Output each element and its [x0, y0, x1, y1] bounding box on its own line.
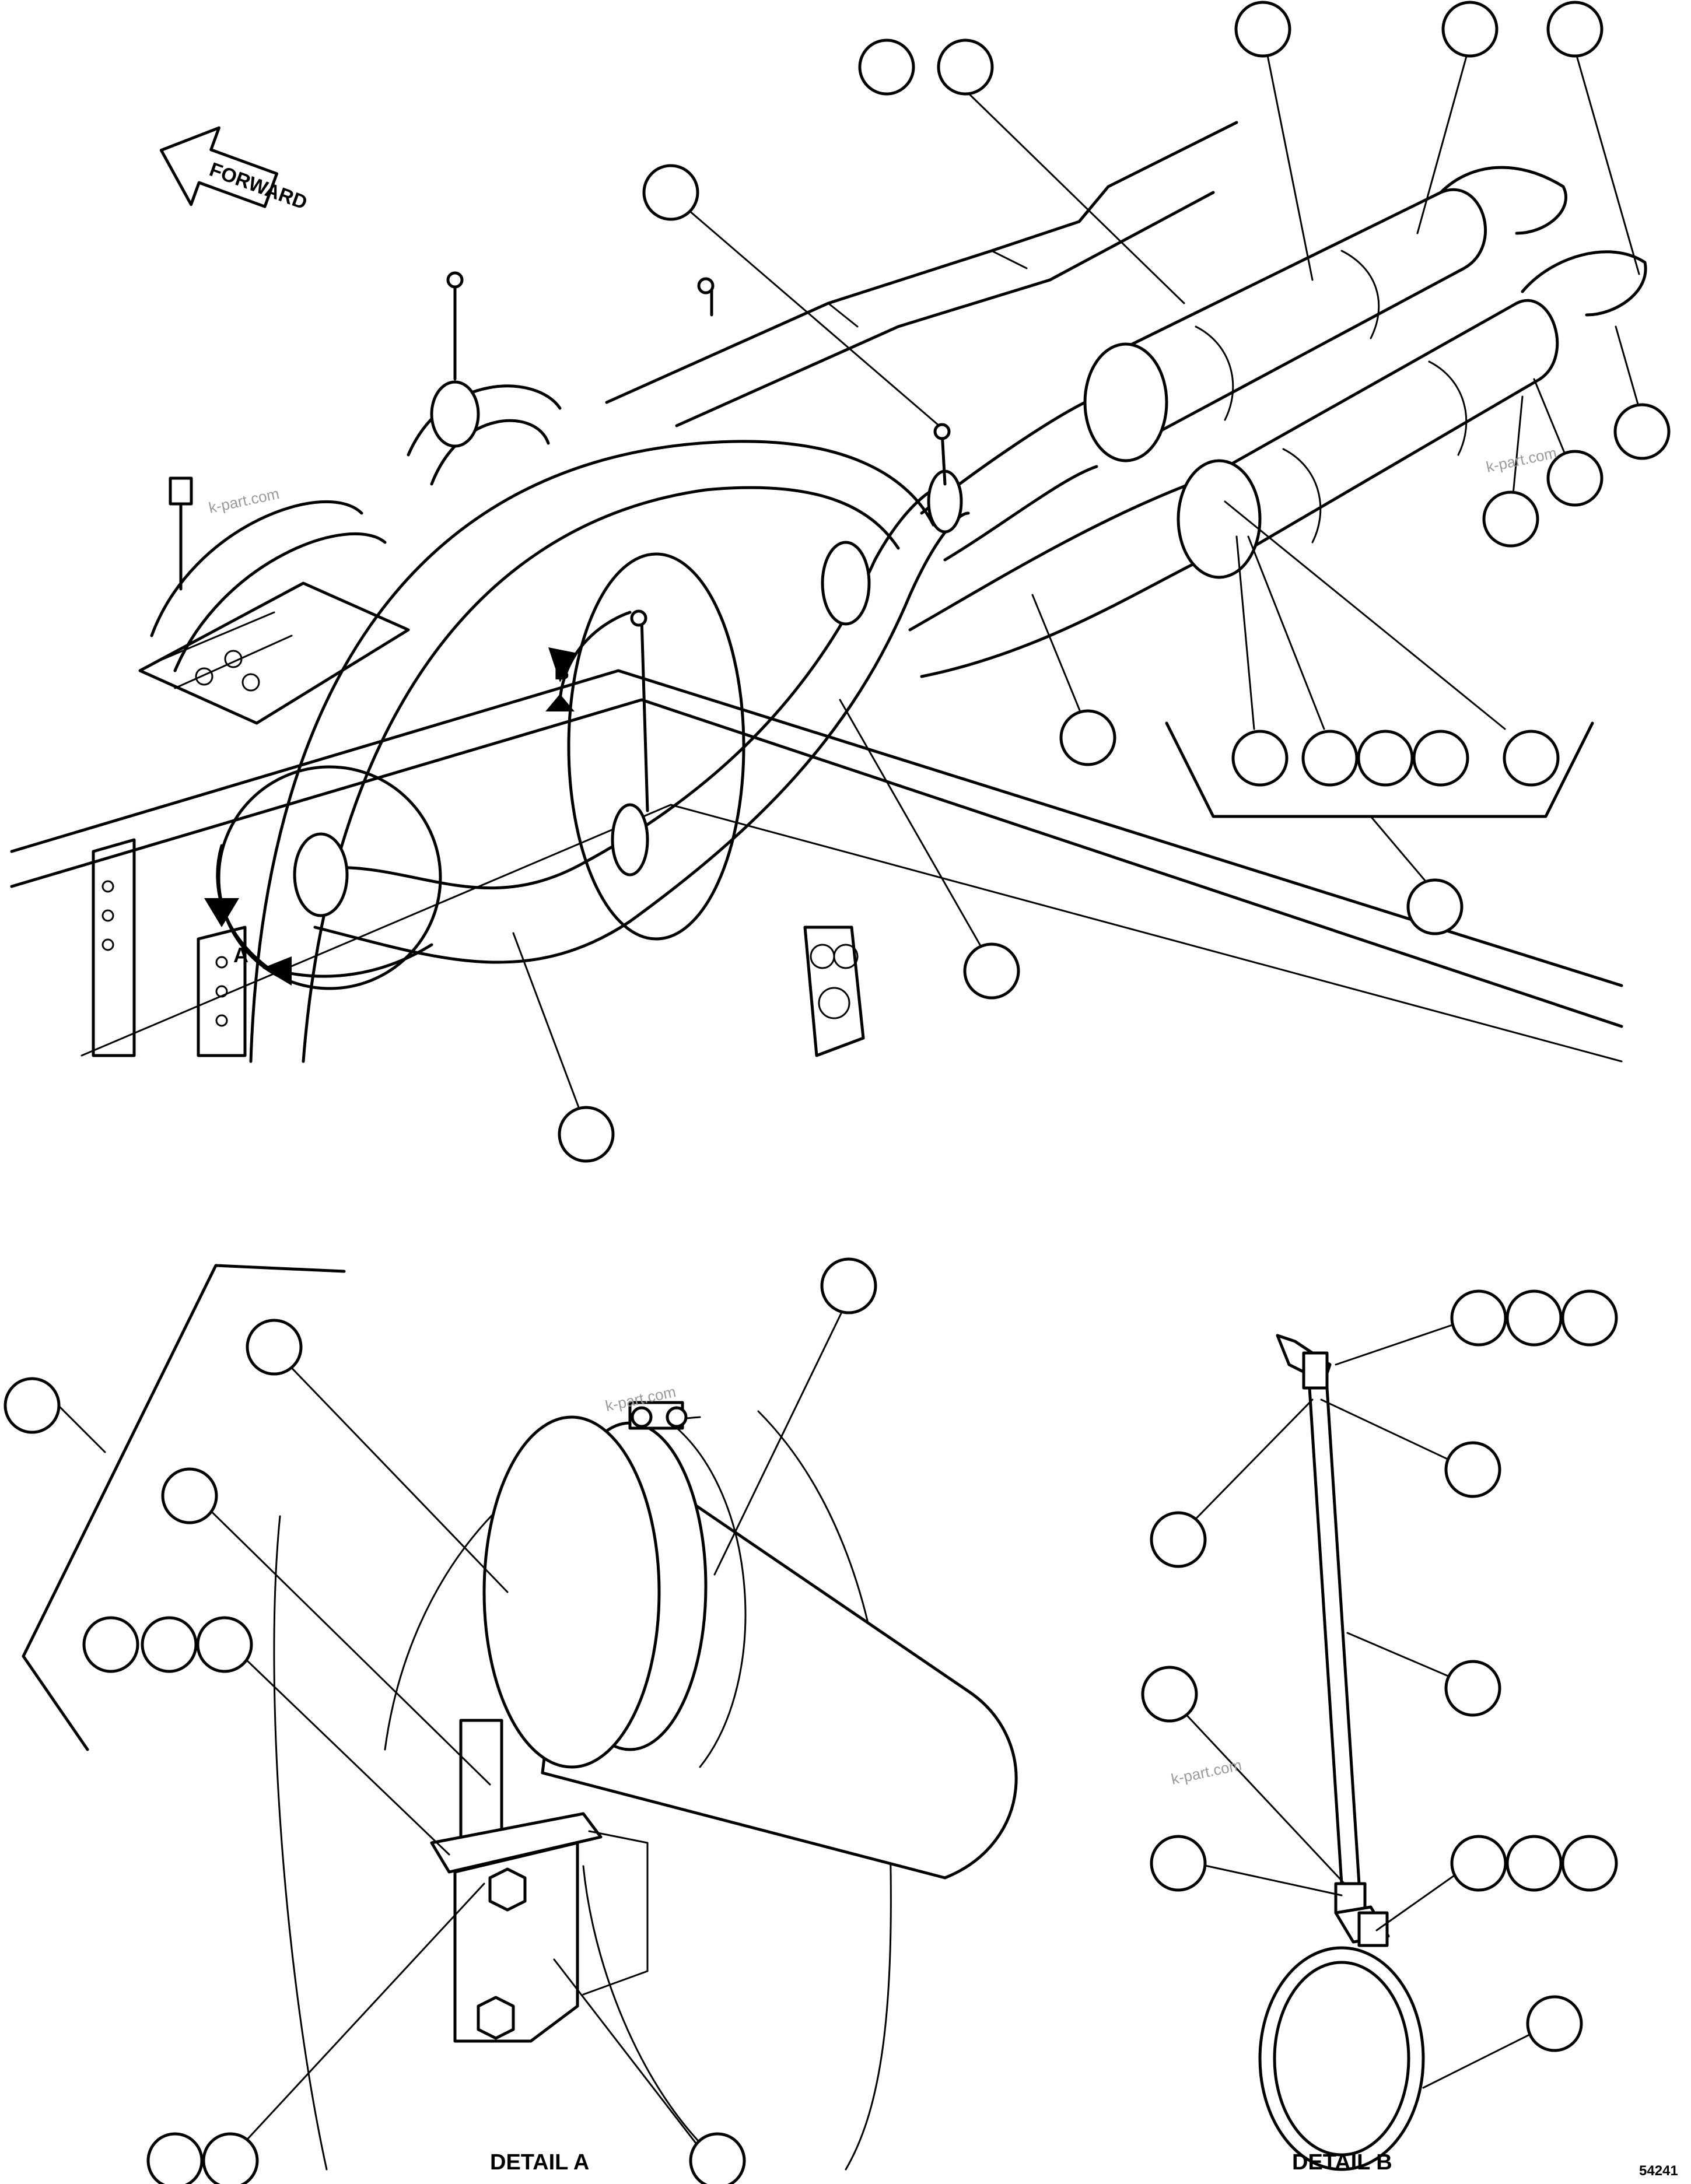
- callout-bubble: [1412, 730, 1469, 787]
- callout-bubble: [1150, 1835, 1207, 1892]
- view-markers: [204, 552, 745, 990]
- callout-bubble: [1561, 1835, 1618, 1892]
- arrow-b-head-1: [548, 647, 577, 682]
- callout-bubble: [161, 1467, 218, 1524]
- exhaust-pipes: [150, 380, 1203, 964]
- callout-bubble: [246, 1319, 303, 1376]
- callout-bubble: [141, 1616, 198, 1673]
- callout-bubble: [858, 38, 915, 96]
- callout-bubble: [1613, 403, 1671, 460]
- watermark-1: k-part.com: [207, 485, 281, 517]
- arrow-a-head-2: [262, 956, 292, 986]
- detail-b-title: DETAIL B: [1292, 2150, 1392, 2175]
- callout-bubble: [202, 2132, 259, 2184]
- detail-a-leaders: [51, 1291, 853, 2165]
- detail-b: [1258, 1334, 1425, 2171]
- callout-bubble: [1506, 1835, 1563, 1892]
- callout-bubble: [820, 1257, 877, 1314]
- watermark-2: k-part.com: [1485, 444, 1558, 476]
- callout-bubble: [1482, 490, 1539, 548]
- callout-bubble: [1150, 1511, 1207, 1568]
- callout-bubble: [1444, 1660, 1501, 1717]
- callout-bubble: [1503, 730, 1560, 787]
- callout-bubble: [642, 164, 699, 221]
- callout-bubble: [937, 38, 994, 96]
- callout-bubble: [558, 1106, 615, 1163]
- callout-bubble: [1141, 1666, 1198, 1723]
- main-leaders: [512, 43, 1640, 1121]
- callout-bubble: [196, 1616, 253, 1673]
- view-label-a: A: [233, 943, 248, 967]
- hanger-rods: [169, 271, 951, 812]
- detail-a: [22, 1264, 1018, 2171]
- callout-bubble: [1441, 1, 1499, 58]
- forward-arrow: FORWARD: [159, 126, 310, 214]
- mufflers: [1083, 166, 1647, 579]
- callout-bubble: [82, 1616, 139, 1673]
- callouts: [3, 1, 1671, 2184]
- callout-bubble: [1450, 1835, 1507, 1892]
- callout-bubble: [1561, 1289, 1618, 1347]
- drawing-number: 54241: [1639, 2163, 1678, 2179]
- arrow-b-head-2: [545, 694, 575, 711]
- callout-bubble: [689, 2132, 746, 2184]
- callout-bubble: [1526, 1995, 1583, 2052]
- view-label-b: B: [554, 660, 569, 684]
- callout-bubble: [1444, 1441, 1501, 1498]
- callout-bubble: [1357, 730, 1414, 787]
- detail-a-title: DETAIL A: [490, 2150, 589, 2175]
- callout-bubble: [1546, 450, 1604, 507]
- callout-bubble: [1406, 878, 1464, 935]
- watermark-4: k-part.com: [1170, 1756, 1243, 1788]
- callout-bubble: [963, 942, 1020, 1000]
- callout-bubble: [1506, 1289, 1563, 1347]
- callout-bubble: [1059, 709, 1116, 766]
- callout-bubble: [3, 1377, 61, 1434]
- callout-bubble: [1234, 1, 1291, 58]
- callout-bubble: [146, 2132, 204, 2184]
- callout-bubble: [1301, 730, 1359, 787]
- arrow-a-head-1: [204, 898, 239, 927]
- callout-bubble: [1450, 1289, 1507, 1347]
- callout-bubble: [1231, 730, 1289, 787]
- callout-bubble: [1546, 1, 1604, 58]
